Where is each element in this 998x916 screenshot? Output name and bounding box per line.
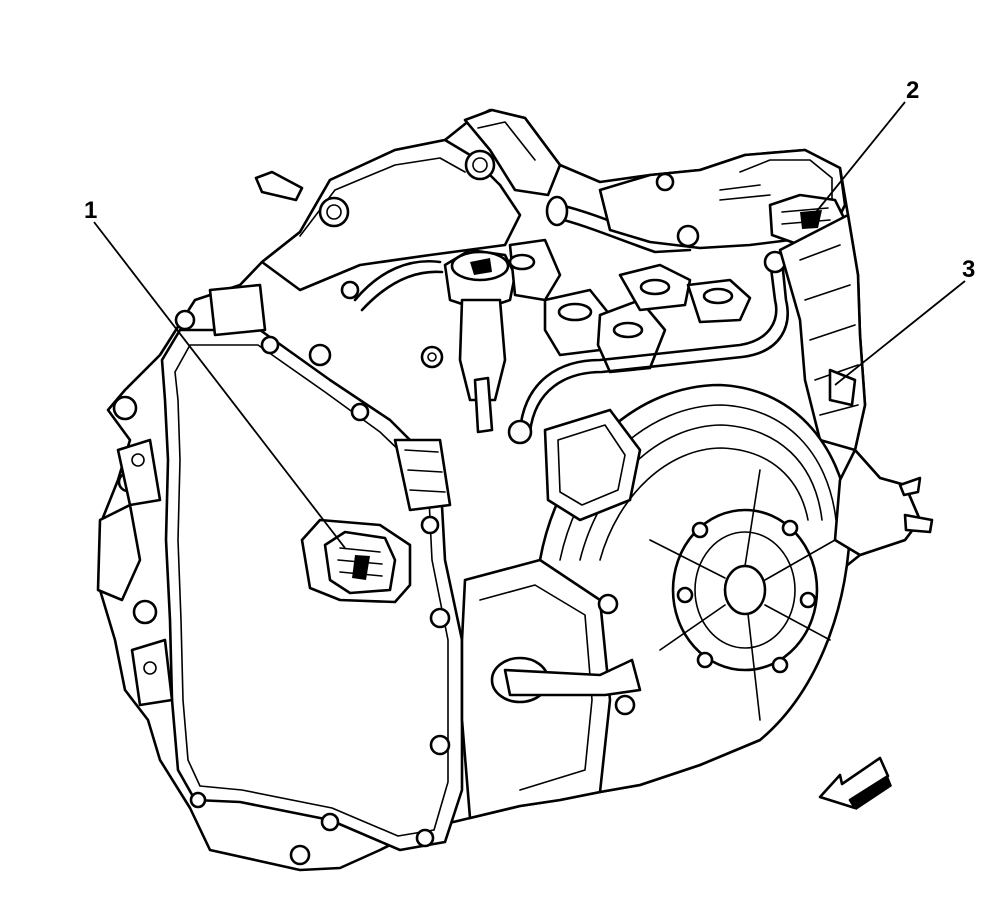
leader-line-1 (93, 221, 346, 549)
electrical-connector-1 (300, 518, 412, 604)
callout-2: 2 (906, 77, 919, 104)
front-arrow-icon (818, 756, 892, 810)
bellhousing-lower (460, 408, 642, 820)
upper-valve-housing (254, 108, 752, 434)
callout-3: 3 (962, 256, 975, 283)
leader-line-3 (834, 280, 966, 386)
leader-lines (93, 101, 966, 549)
callouts: 1 2 3 (84, 77, 975, 283)
left-mounting-bosses (96, 438, 174, 707)
leader-line-2 (807, 101, 906, 223)
mid-bolts (208, 280, 452, 512)
output-shaft (833, 448, 934, 557)
callout-1: 1 (84, 197, 97, 224)
